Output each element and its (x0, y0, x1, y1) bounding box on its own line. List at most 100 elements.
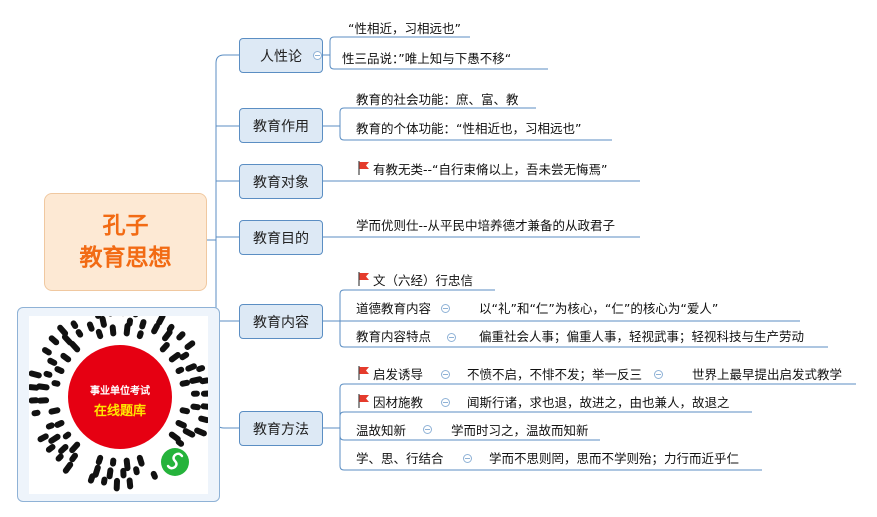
qr-dash (42, 347, 52, 356)
leaf-content-3-label: 教育内容特点 (356, 329, 432, 344)
qr-dash (194, 427, 207, 437)
qr-dash (69, 441, 81, 454)
qr-dash (126, 477, 134, 490)
qr-dash (61, 334, 73, 346)
qr-dash (166, 323, 175, 333)
qr-dash (48, 407, 61, 415)
qr-dash (45, 422, 55, 430)
qr-pattern (27, 303, 214, 492)
leaf-method-1-value: 不愤不启，不悱不发；举一反三 (467, 367, 643, 382)
qr-dash (175, 420, 187, 429)
qr-dash (190, 403, 201, 411)
qr-dash (95, 454, 104, 466)
branch-label: 教育方法 (253, 421, 309, 438)
qr-dash (133, 466, 140, 476)
qr-dash (123, 457, 131, 472)
collapse-toggle[interactable] (654, 370, 663, 379)
branch-human-nature[interactable]: 人性论 (239, 38, 323, 73)
qr-dash (162, 329, 173, 342)
branch-label: 教育目的 (253, 230, 309, 247)
qr-dash (92, 464, 101, 478)
leaf-method-3-label: 温故知新 (356, 423, 407, 438)
leaf-method-2-label: 因材施教 (373, 395, 424, 410)
branch-education-object[interactable]: 教育对象 (239, 164, 323, 199)
qr-dash (159, 342, 170, 353)
qr-dash (151, 323, 160, 335)
qr-dash (69, 452, 78, 463)
qr-dash (31, 409, 41, 417)
qr-dash (123, 322, 131, 337)
flag-icon (358, 161, 369, 175)
leaf-method-1-extra: 世界上最早提出启发式教学 (692, 367, 843, 382)
leaf-content-2-value: 以“礼”和“仁”为核心，“仁”的核心为“爱人” (479, 301, 719, 316)
collapse-toggle[interactable] (441, 304, 450, 313)
collapse-toggle[interactable] (423, 425, 432, 434)
leaf-content-3-value: 偏重社会人事；偏重人事，轻视武事；轻视科技与生产劳动 (479, 329, 805, 344)
collapse-toggle[interactable] (447, 333, 456, 342)
root-title-line1: 孔子 (102, 213, 149, 239)
branch-education-content[interactable]: 教育内容 (239, 304, 323, 339)
branch-education-goal[interactable]: 教育目的 (239, 220, 323, 255)
branch-label: 教育作用 (253, 118, 309, 135)
qr-dash (189, 376, 203, 384)
leaf-humanity-2: 性三品说：”唯上知与下愚不移“ (342, 51, 512, 66)
flag-icon (358, 366, 369, 380)
qr-dash (87, 473, 96, 484)
leaf-humanity-1: “性相近，习相远也” (348, 21, 461, 36)
leaf-method-3-value: 学而时习之，温故而知新 (451, 423, 589, 438)
qr-dash (150, 470, 158, 480)
qr-dash (101, 476, 108, 486)
mini-program-icon (161, 448, 189, 476)
qr-dash (156, 313, 166, 326)
qr-dash (45, 444, 56, 453)
qr-dash (199, 377, 210, 385)
qr-dash (198, 415, 210, 424)
collapse-toggle[interactable] (313, 51, 322, 60)
qr-dash (175, 439, 185, 447)
qr-dash (43, 370, 53, 378)
qr-dash (179, 351, 190, 361)
branch-label: 教育对象 (253, 174, 309, 191)
qr-dash (62, 461, 74, 474)
qr-dash (62, 431, 72, 440)
leaf-method-2-value: 闻斯行诸，求也退，故进之，由也兼人，故退之 (467, 395, 730, 410)
qr-code: 事业单位考试 在线题库 (27, 303, 214, 494)
qr-dash (176, 331, 186, 341)
qr-dash (200, 403, 214, 411)
qr-dash (54, 420, 65, 428)
qr-label-line1: 事业单位考试 (90, 386, 150, 397)
leaf-role-1: 教育的社会功能：庶、富、教 (356, 92, 519, 107)
qr-code-card[interactable]: 事业单位考试 在线题库 (17, 303, 220, 502)
leaf-goal-1: 学而优则仕--从平民中培养德才兼备的从政君子 (356, 218, 616, 233)
leaf-content-1: 文（六经）行忠信 (373, 273, 474, 288)
leaf-method-4-value: 学而不思则罔，思而不学则殆；力行而近乎仁 (489, 451, 740, 466)
qr-dash (139, 319, 147, 330)
qr-dash (179, 407, 190, 415)
qr-dash (60, 352, 72, 363)
collapse-toggle[interactable] (463, 454, 472, 463)
qr-dash (70, 320, 79, 329)
qr-dash (86, 321, 95, 332)
qr-dash (99, 315, 107, 328)
leaf-content-2-label: 道德教育内容 (356, 301, 432, 316)
qr-dash (48, 433, 61, 444)
qr-dash (75, 329, 84, 338)
branch-education-role[interactable]: 教育作用 (239, 108, 323, 143)
qr-dash (184, 340, 196, 350)
qr-dash (47, 357, 58, 366)
collapse-toggle[interactable] (441, 370, 450, 379)
qr-dash (54, 366, 65, 374)
qr-dash (95, 328, 104, 340)
flag-icon (358, 394, 369, 408)
qr-dash (69, 340, 81, 353)
root-node[interactable]: 孔子 教育思想 (44, 193, 207, 291)
qr-dash (179, 379, 190, 387)
qr-dash (168, 431, 181, 442)
flag-icon (358, 272, 369, 286)
leaf-role-2: 教育的个体功能：“性相近也，习相远也” (356, 121, 582, 136)
qr-dash (51, 380, 61, 387)
qr-dash (196, 365, 206, 373)
qr-dash (27, 384, 40, 391)
collapse-toggle[interactable] (441, 398, 450, 407)
branch-education-method[interactable]: 教育方法 (239, 411, 323, 446)
